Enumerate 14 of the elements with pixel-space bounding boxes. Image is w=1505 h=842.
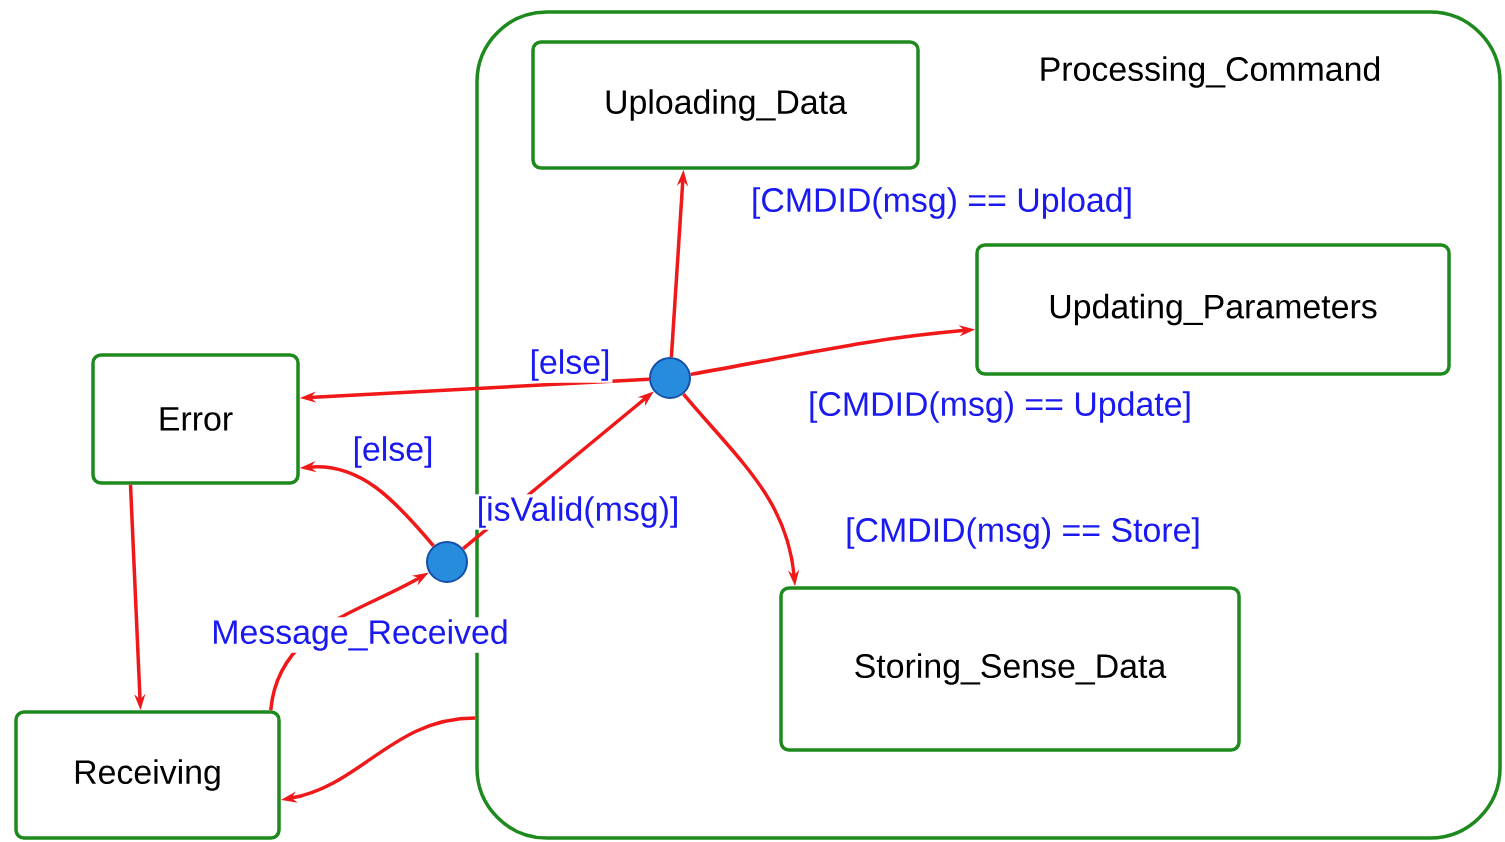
- state-box: Error: [91, 353, 300, 485]
- junction-dot: [649, 357, 691, 399]
- edge-label: [else]: [527, 347, 613, 383]
- state-box: Storing_Sense_Data: [779, 586, 1241, 752]
- state-box: Updating_Parameters: [975, 243, 1451, 376]
- state-box: Uploading_Data: [531, 40, 920, 170]
- edge-label: [CMDID(msg) == Upload]: [748, 185, 1136, 221]
- edge-label: [isValid(msg)]: [474, 494, 682, 530]
- edge-label: Message_Received: [209, 617, 511, 653]
- state-box: Receiving: [14, 710, 281, 840]
- junction-dot: [426, 541, 468, 583]
- edge-label: [CMDID(msg) == Update]: [806, 389, 1194, 425]
- edge-label: [else]: [350, 434, 436, 470]
- edge-label: [CMDID(msg) == Store]: [843, 515, 1203, 551]
